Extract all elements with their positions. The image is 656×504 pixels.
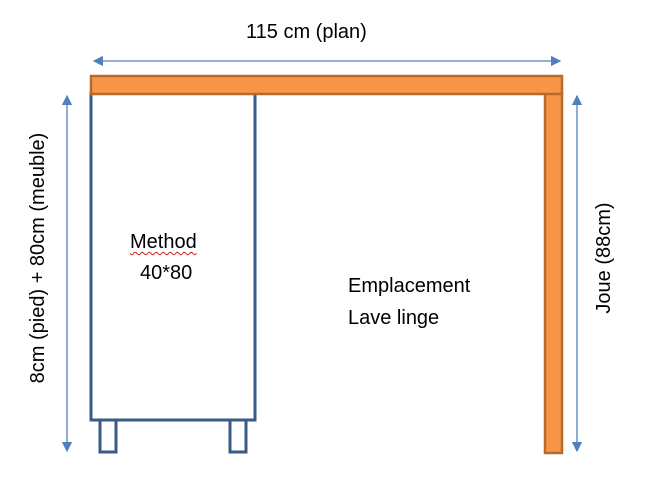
space-label-line1: Emplacement (348, 275, 471, 297)
space-label-line2: Lave linge (348, 307, 440, 329)
cabinet-name: Method (130, 231, 197, 253)
worktop (89, 74, 564, 96)
width-label: 115 cm (plan) (246, 21, 367, 43)
cabinet-body (89, 91, 257, 422)
cabinet-leg-right (228, 418, 248, 454)
side-panel (543, 91, 564, 455)
cabinet-leg-left (98, 418, 118, 454)
left-height-label: 8cm (pied) + 80cm (meuble) (27, 132, 49, 384)
cabinet-size: 40*80 (140, 262, 193, 284)
right-height-label: Joue (88cm) (593, 202, 615, 314)
